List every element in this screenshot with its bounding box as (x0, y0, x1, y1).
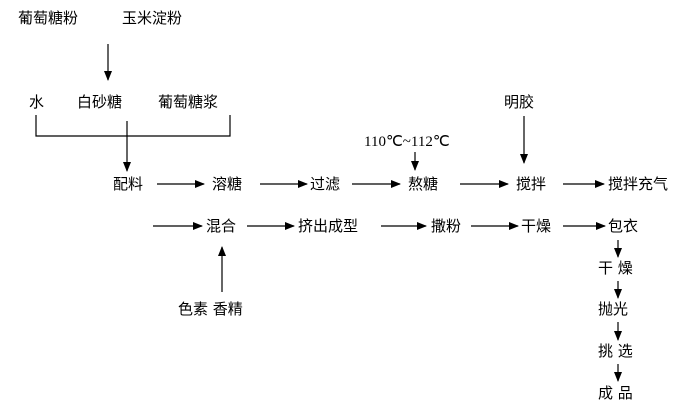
node-corn-starch: 玉米淀粉 (122, 9, 183, 27)
node-stirring: 搅拌 (516, 175, 547, 193)
node-mixing: 混合 (206, 217, 237, 235)
node-temperature: 110℃~112℃ (364, 134, 450, 150)
node-polishing: 抛光 (598, 300, 629, 318)
node-glucose-powder: 葡萄糖粉 (18, 9, 79, 27)
node-glucose-syrup: 葡萄糖浆 (158, 93, 219, 111)
node-water: 水 (29, 93, 45, 111)
node-sorting: 挑 选 (598, 342, 633, 360)
node-dissolving-sugar: 溶糖 (212, 175, 243, 193)
node-finished-product: 成 品 (598, 384, 633, 402)
node-gelatin: 明胶 (504, 93, 535, 111)
node-stirring-aerating: 搅拌充气 (608, 175, 669, 193)
node-extrusion-forming: 挤出成型 (298, 217, 359, 235)
node-filtering: 过滤 (310, 175, 341, 193)
node-coating: 包衣 (608, 217, 639, 235)
ingredient-bracket (35, 115, 231, 137)
node-colorant-flavor: 色素 香精 (178, 300, 243, 318)
node-batching: 配料 (113, 175, 144, 193)
node-powder-dusting: 撒粉 (431, 217, 462, 235)
node-drying: 干燥 (521, 217, 552, 235)
node-boiling-sugar: 熬糖 (408, 175, 439, 193)
node-white-sugar: 白砂糖 (77, 93, 123, 111)
node-drying-2: 干 燥 (598, 259, 633, 277)
